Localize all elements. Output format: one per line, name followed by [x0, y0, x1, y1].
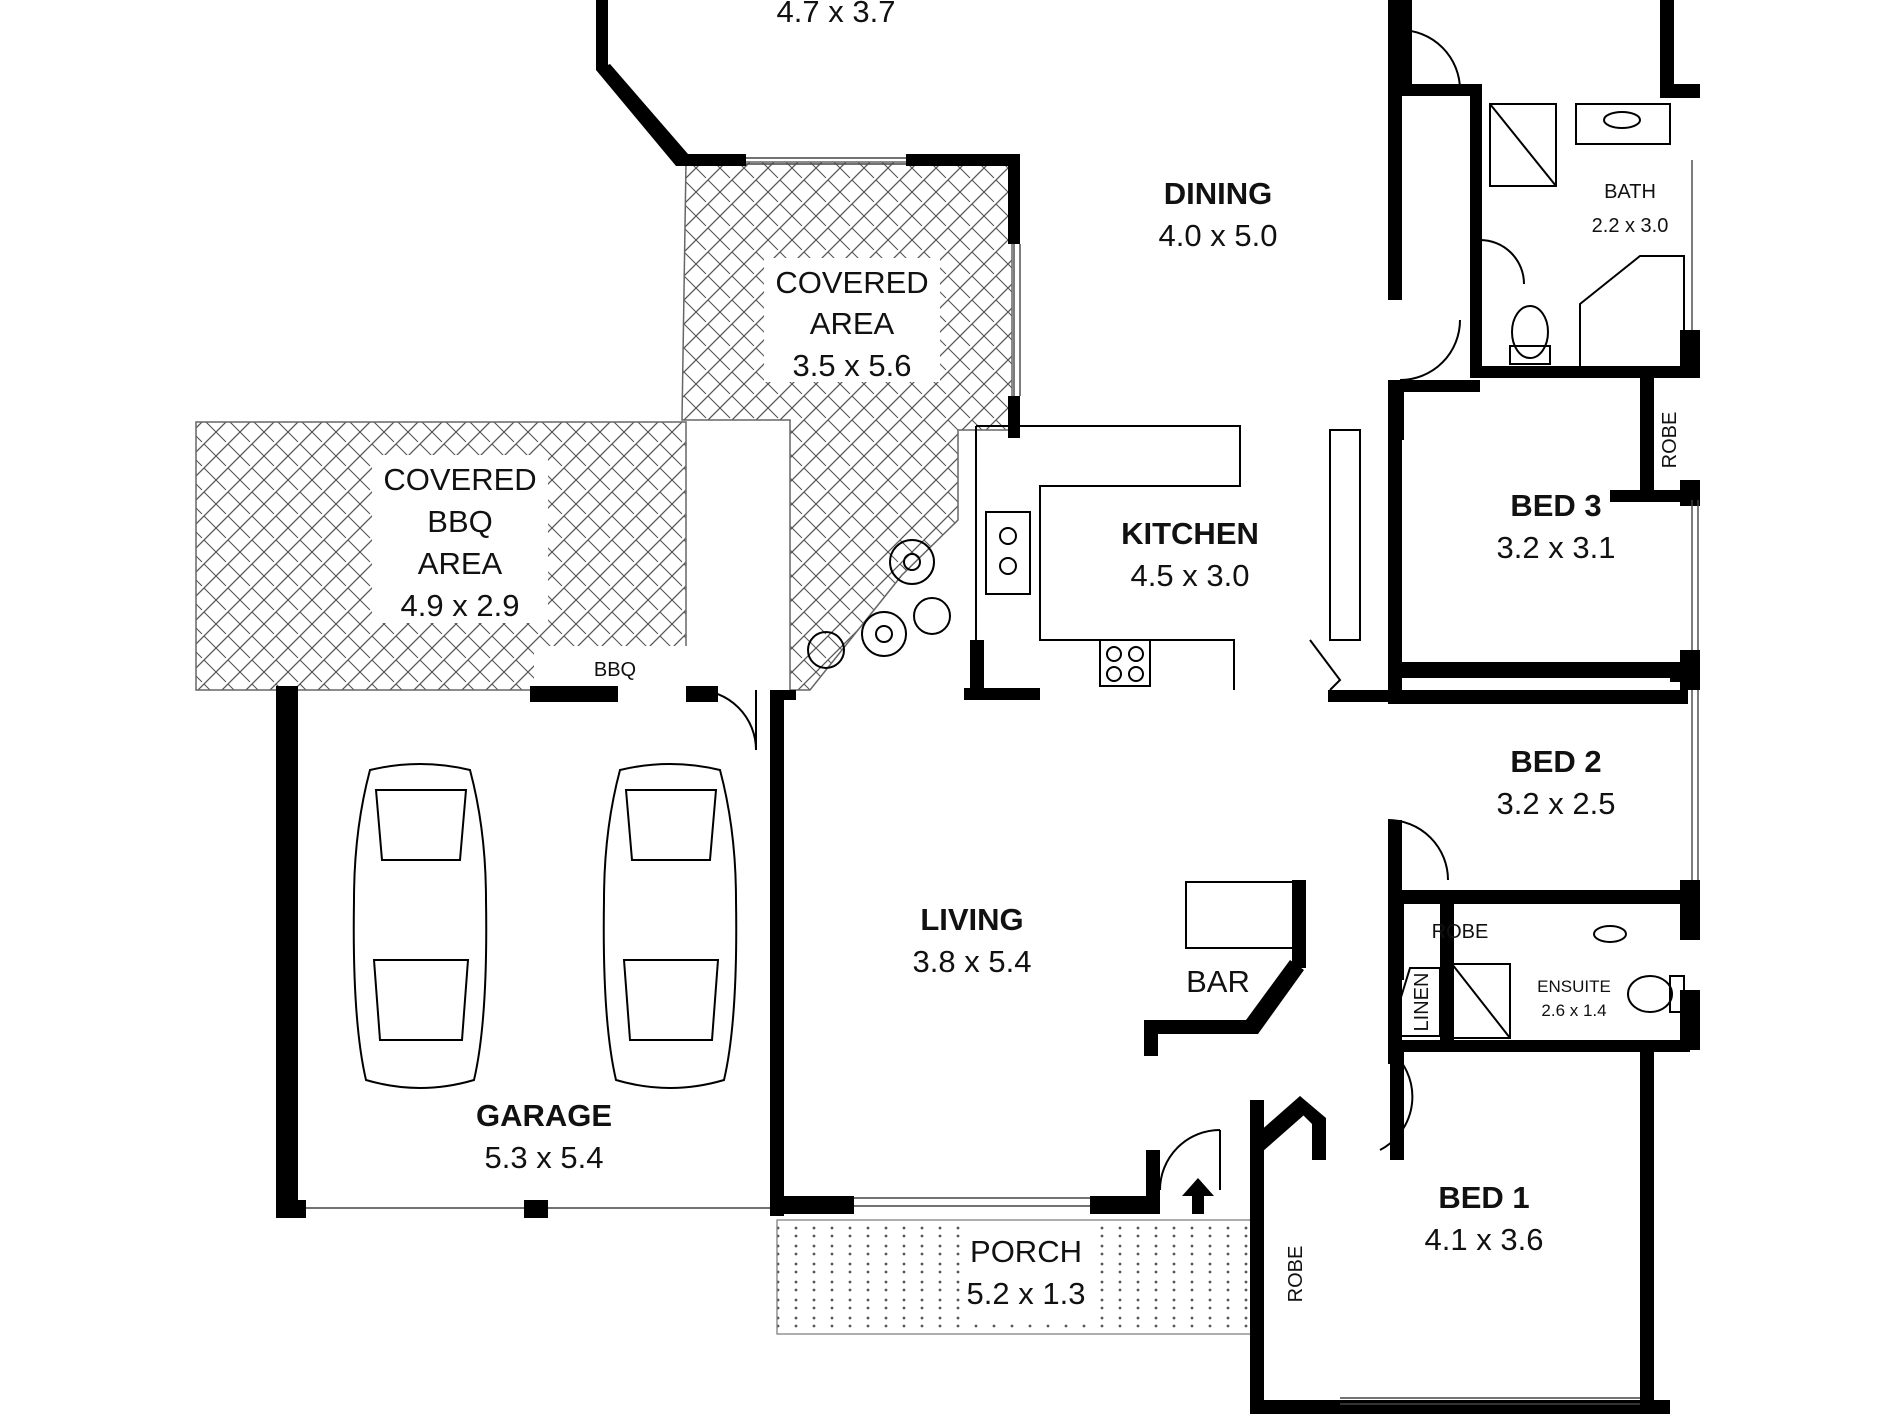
garage-dims: 5.3 x 5.4 — [485, 1140, 604, 1175]
car-right — [602, 763, 738, 1089]
porch-label: PORCH — [970, 1234, 1082, 1269]
covered-bbq-line1: COVERED — [383, 462, 536, 497]
ensuite-dims: 2.6 x 1.4 — [1541, 1001, 1606, 1020]
bed1-label: BED 1 — [1438, 1180, 1529, 1215]
top-room-dims: 4.7 x 3.7 — [777, 0, 896, 29]
bath-dims: 2.2 x 3.0 — [1592, 215, 1669, 237]
bed2-label: BED 2 — [1510, 744, 1601, 779]
covered-bbq-dims: 4.9 x 2.9 — [401, 588, 520, 623]
entry-arrow-icon — [1182, 1178, 1214, 1214]
windows — [306, 157, 1699, 1405]
covered-area-dims: 3.5 x 5.6 — [793, 348, 912, 383]
bath-label: BATH — [1604, 181, 1656, 203]
covered-area-line2: AREA — [810, 306, 895, 341]
bed3-dims: 3.2 x 3.1 — [1497, 530, 1616, 565]
covered-area-hatch — [195, 161, 1013, 691]
robe-bed1-label: ROBE — [1285, 1246, 1307, 1303]
bar-label: BAR — [1186, 964, 1250, 999]
dining-dims: 4.0 x 5.0 — [1159, 218, 1278, 253]
covered-bbq-line3: AREA — [418, 546, 503, 581]
robe-bed3-label: ROBE — [1659, 412, 1681, 469]
ensuite-label: ENSUITE — [1537, 977, 1611, 996]
dining-label: DINING — [1164, 176, 1273, 211]
robe-bed2-label: ROBE — [1432, 921, 1489, 943]
porch-dims: 5.2 x 1.3 — [967, 1276, 1086, 1311]
bed2-dims: 3.2 x 2.5 — [1497, 786, 1616, 821]
kitchen-benches — [975, 425, 1361, 949]
covered-area-line1: COVERED — [775, 265, 928, 300]
living-label: LIVING — [920, 902, 1023, 937]
garden-plants — [807, 539, 951, 669]
bed3-label: BED 3 — [1510, 488, 1601, 523]
bed1-dims: 4.1 x 3.6 — [1425, 1222, 1544, 1257]
kitchen-label: KITCHEN — [1121, 516, 1259, 551]
car-left — [352, 763, 488, 1089]
kitchen-dims: 4.5 x 3.0 — [1131, 558, 1250, 593]
label-backdrops — [372, 258, 1094, 1320]
bath-fixtures — [1393, 103, 1685, 1039]
linen-label: LINEN — [1411, 973, 1433, 1032]
living-dims: 3.8 x 5.4 — [913, 944, 1032, 979]
covered-bbq-line2: BBQ — [427, 504, 492, 539]
doors — [695, 29, 1525, 1191]
bbq-label: BBQ — [594, 659, 636, 681]
garage-label: GARAGE — [476, 1098, 612, 1133]
